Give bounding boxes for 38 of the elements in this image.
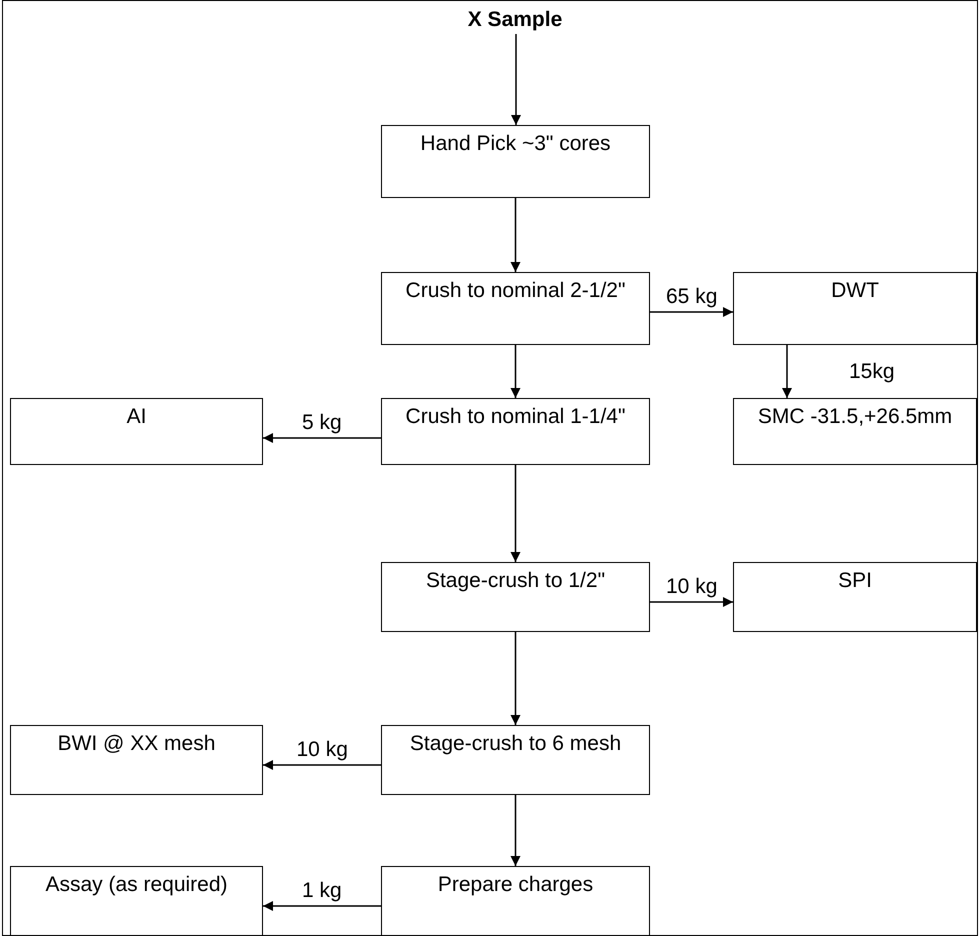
- process-box: [733, 272, 977, 345]
- edge-label: 65 kg: [664, 285, 720, 309]
- box-label: Prepare charges: [436, 872, 594, 898]
- box-label: Crush to nominal 1-1/4": [404, 404, 626, 430]
- box-label: AI: [126, 404, 148, 430]
- process-box: [381, 398, 650, 465]
- arrow: [263, 433, 381, 443]
- box-label: Stage-crush to 1/2": [424, 568, 606, 594]
- box-label: SPI: [837, 568, 873, 594]
- box-label: Stage-crush to 6 mesh: [408, 731, 622, 757]
- process-box: [381, 562, 650, 632]
- process-box: [10, 398, 263, 465]
- arrow: [650, 597, 733, 607]
- box-label: SMC -31.5,+26.5mm: [756, 404, 954, 430]
- process-box: [733, 562, 977, 632]
- title-text: X Sample: [466, 7, 564, 33]
- arrow: [263, 760, 381, 770]
- arrow: [511, 34, 521, 125]
- arrow: [510, 632, 520, 725]
- process-box: [381, 125, 650, 198]
- arrow: [510, 345, 520, 398]
- box-label: Crush to nominal 2-1/2": [404, 278, 626, 304]
- box-label: DWT: [830, 278, 880, 304]
- box-label: BWI @ XX mesh: [56, 731, 216, 757]
- process-box: [10, 725, 263, 795]
- box-label: Hand Pick ~3" cores: [419, 131, 612, 157]
- box-label: Assay (as required): [44, 872, 229, 898]
- arrow: [650, 307, 733, 317]
- arrow: [510, 795, 520, 866]
- arrow: [510, 198, 520, 272]
- process-box: [381, 866, 650, 936]
- process-box: [381, 272, 650, 345]
- arrow: [510, 465, 520, 562]
- process-box: [10, 866, 263, 936]
- arrow: [263, 901, 381, 911]
- arrow: [782, 345, 792, 398]
- process-box: [733, 398, 977, 465]
- process-box: [381, 725, 650, 795]
